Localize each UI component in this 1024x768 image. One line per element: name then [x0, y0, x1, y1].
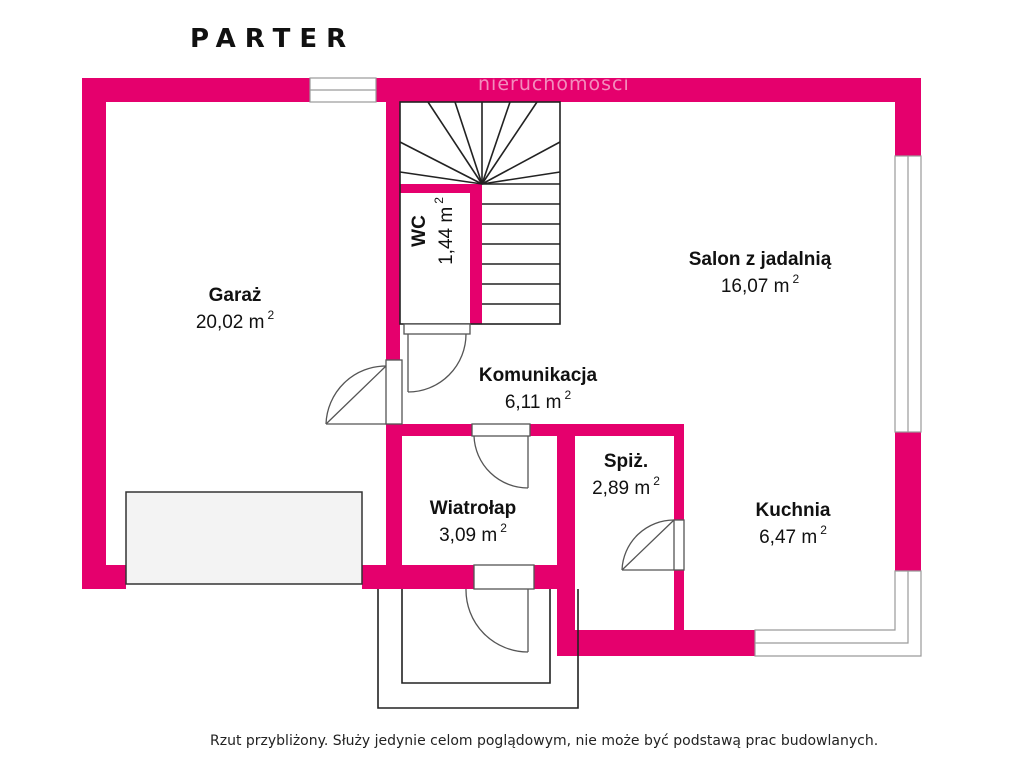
door-spiz [621, 519, 685, 571]
room-name: Salon z jadalnią [688, 249, 832, 270]
wall-right-top [895, 78, 921, 156]
floor-title: PARTER [190, 24, 356, 54]
disclaimer: Rzut przybliżony. Służy jedynie celom po… [210, 733, 879, 749]
stairs [399, 101, 561, 325]
wall-spiz-right-top [674, 424, 684, 520]
room-name: Spiż. [603, 451, 649, 472]
wall-wiatrolap-right [557, 424, 575, 654]
watermark: nieruchomosci [478, 73, 630, 95]
wall-garage-bottom-left [82, 565, 126, 589]
room-name: Komunikacja [478, 365, 598, 386]
porch [377, 589, 579, 709]
room-name: Kuchnia [755, 500, 831, 521]
door-wiatrolap-top [471, 423, 531, 489]
wall-wc-top [386, 184, 482, 193]
wall-left [82, 78, 106, 589]
windows [309, 77, 922, 657]
wall-wc-right [470, 184, 482, 324]
garage-door [125, 491, 363, 585]
wall-hall-bottom-right [530, 424, 684, 436]
door-entry [465, 564, 535, 653]
wall-top-left [82, 78, 310, 102]
wall-top-right [376, 78, 921, 102]
wall-wiatrolap-bottom [534, 565, 575, 589]
room-name: WC [409, 215, 430, 247]
wall-partition-garage-top [386, 102, 400, 360]
room-name: Garaż [208, 285, 262, 306]
wall-spiz-bottom [557, 630, 755, 656]
window-corner [754, 570, 922, 657]
door-wc [403, 323, 471, 393]
room-wc: WC 1,44 m2 [408, 176, 488, 286]
wall-partition-garage-bottom [386, 424, 402, 565]
wall-spiz-right-bottom [674, 570, 684, 630]
wall-right-mid [895, 432, 921, 571]
wall-hall-bottom-left [386, 424, 472, 436]
door-garage-hall [325, 359, 403, 425]
room-area: 1,44 m2 [431, 197, 457, 265]
walls [82, 78, 921, 656]
doors [325, 323, 685, 653]
room-name: Wiatrołap [429, 498, 517, 519]
wall-garage-bottom-right [362, 565, 474, 589]
